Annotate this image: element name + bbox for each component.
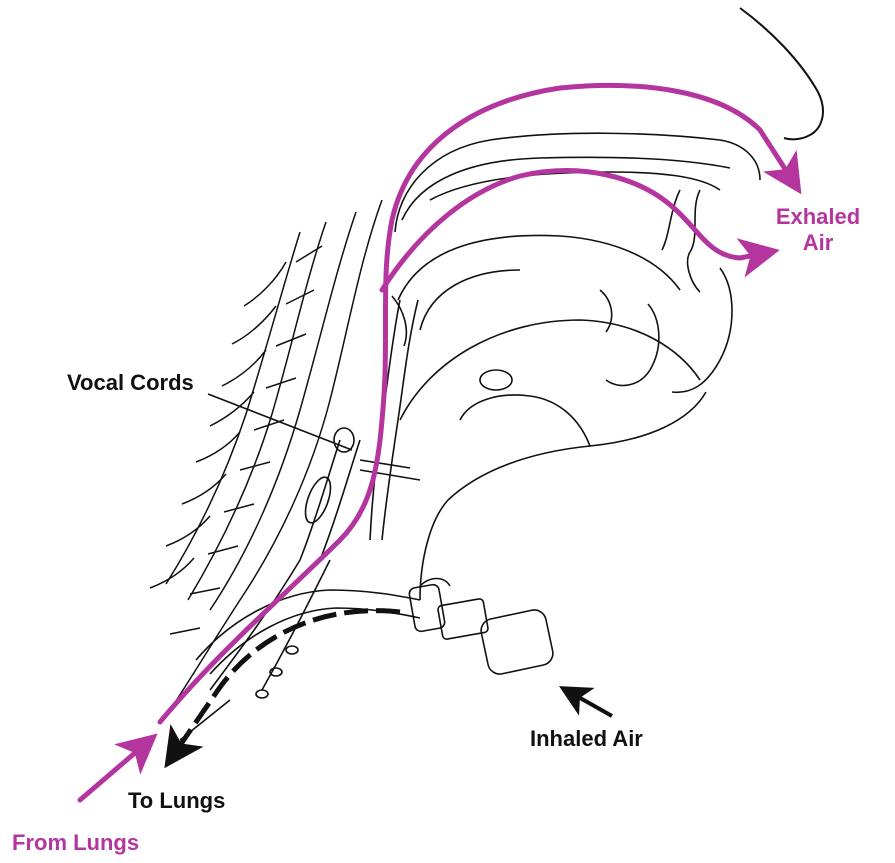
inhaled-air-arrow (566, 690, 612, 716)
from-lungs-label: From Lungs (12, 830, 139, 856)
head-profile (395, 133, 760, 600)
to-lungs-label: To Lungs (128, 788, 225, 814)
exhaled-air-path (80, 85, 796, 800)
vocal-cords-label: Vocal Cords (67, 370, 194, 396)
to-lungs-arrow (170, 611, 400, 760)
inhaled-air-label: Inhaled Air (530, 726, 643, 752)
exhaled-air-label-line1: Exhaled (762, 204, 874, 230)
exhaled-air-label-line2: Air (762, 230, 874, 256)
cervical-spine (150, 200, 382, 710)
exhaled-air-label: Exhaled Air (762, 204, 874, 256)
nose-outline (740, 8, 823, 139)
